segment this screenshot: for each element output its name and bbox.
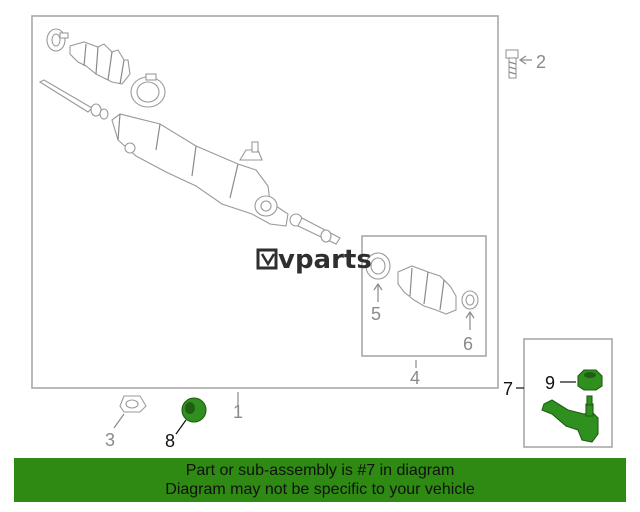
rack-boot-left: [69, 41, 131, 85]
leader-2-arrow: [518, 55, 527, 65]
steering-rack-housing: [111, 113, 289, 227]
callout-1: 1: [233, 402, 243, 422]
callout-6: 6: [463, 334, 473, 354]
tie-rod-end-part-7: [541, 395, 599, 443]
leader-8: [175, 419, 187, 435]
main-assembly-frame: [31, 15, 499, 389]
callout-4: 4: [410, 368, 420, 388]
leader-6-arrow: [465, 310, 475, 319]
inner-tie-rod-right: [289, 213, 341, 245]
nut-part-9: [577, 369, 603, 391]
callout-8: 8: [165, 431, 175, 451]
info-banner: Part or sub-assembly is #7 in diagram Di…: [14, 458, 626, 502]
bolt-part-2: [505, 49, 519, 79]
banner-line-2: Diagram may not be specific to your vehi…: [165, 481, 475, 498]
callout-5: 5: [371, 304, 381, 324]
subassembly-4-frame: [361, 235, 487, 357]
callout-9: 9: [545, 373, 555, 393]
boot-clamp-part-6: [461, 290, 479, 310]
part-7-frame: [523, 338, 613, 448]
vparts-logo-text: vparts: [278, 245, 372, 275]
leader-3: [113, 413, 125, 429]
grommet-part-3: [119, 395, 147, 413]
callout-7: 7: [503, 379, 513, 399]
bushing-part-8: [181, 397, 207, 423]
boot-clamp-large: [130, 73, 166, 108]
banner-line-1: Part or sub-assembly is #7 in diagram: [185, 462, 455, 479]
rack-boot-right: [397, 265, 457, 315]
callout-2: 2: [536, 52, 546, 72]
vparts-logo: vparts: [256, 245, 372, 275]
boot-clamp-small: [46, 28, 69, 52]
leader-5-arrow: [373, 282, 383, 291]
boot-clamp-part-5: [365, 252, 391, 280]
inner-tie-rod-left: [38, 79, 109, 120]
callout-3: 3: [105, 430, 115, 450]
